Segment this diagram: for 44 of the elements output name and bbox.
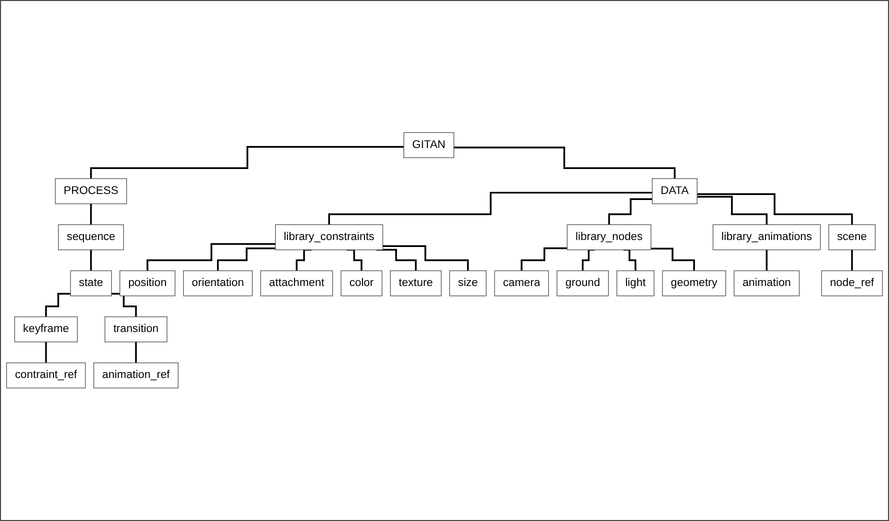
node-box: color [340,270,382,296]
connector [697,193,853,226]
node-box: geometry [662,270,726,296]
node-box: attachment [260,270,334,296]
node-box: DATA [652,178,698,204]
node-box: library_constraints [275,224,384,250]
connector [135,341,137,364]
node-box: keyframe [14,316,78,342]
connector [90,203,92,226]
node-box: GITAN [403,132,454,158]
connector [650,248,695,272]
connector [697,196,768,226]
node-box: camera [494,270,549,296]
connector [608,198,652,226]
connector [217,248,276,272]
node-box: transition [104,316,168,342]
node-box: sequence [58,224,124,250]
node-box: size [449,270,487,296]
node-box: orientation [183,270,253,296]
connector [382,246,469,272]
node-box: node_ref [821,270,883,296]
connector [146,243,276,272]
node-box: contraint_ref [6,362,86,389]
node-box: animation [734,270,800,296]
connector [851,249,853,272]
connector [520,248,568,272]
node-box: library_animations [712,224,821,250]
connector [45,293,70,318]
connector [766,249,768,272]
connector [328,192,652,226]
node-box: light [616,270,654,296]
node-box: position [119,270,176,296]
connector [90,249,92,272]
connector [45,341,47,364]
node-box: PROCESS [54,178,127,204]
connector [111,293,137,318]
connector [454,146,676,180]
connector [90,146,404,180]
node-box: texture [390,270,442,296]
node-box: scene [828,224,876,250]
node-box: ground [556,270,609,296]
node-box: library_nodes [566,224,652,250]
node-box: animation_ref [93,362,179,389]
node-box: state [70,270,112,296]
